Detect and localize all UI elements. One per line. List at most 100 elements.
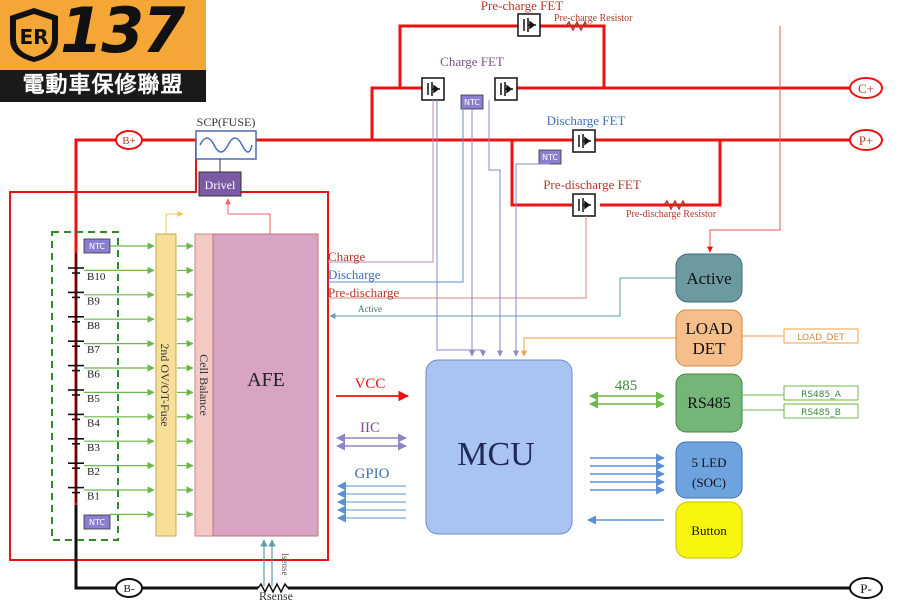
battery-cell-label: B10 — [87, 271, 106, 283]
bus485-label: 485 — [615, 378, 638, 394]
mcu-sense-lines — [436, 26, 781, 357]
predischarge-line-label: Pre-discharge — [328, 285, 399, 300]
led-arrows — [590, 453, 665, 495]
ntc-cell-bottom: NTC — [83, 514, 111, 530]
battery-cell-b2: B2 — [68, 462, 100, 478]
button-box — [675, 501, 743, 559]
battery-cell-b10: B10 — [68, 267, 106, 283]
afe-box — [212, 233, 319, 537]
logo: ER 137 電動車保修聯盟 — [0, 0, 206, 102]
pack-loop — [9, 140, 329, 561]
load-det-to-mcu — [521, 337, 676, 357]
predischarge-fet-icon — [572, 193, 596, 217]
active-line — [329, 277, 676, 319]
predischarge-fet-label: Pre-discharge FET — [543, 177, 641, 192]
terminal-p-plus-label: P+ — [859, 133, 874, 148]
predischarge-resistor-icon — [663, 199, 686, 211]
vcc-label: VCC — [355, 376, 386, 392]
ntc-cell-bottom-label: NTC — [89, 518, 105, 527]
mosfet-icons — [421, 13, 596, 217]
fuse-icon — [195, 130, 257, 160]
terminal-b-plus: B+ — [115, 130, 143, 150]
ntc-charge: NTC — [460, 94, 484, 110]
predischarge-resistor-label: Pre-discharge Resistor — [626, 209, 717, 220]
active-label: Active — [686, 269, 731, 288]
rsense-resistor-icon — [257, 582, 289, 594]
led-label-1: 5 LED — [691, 455, 726, 470]
ntc-cell-top: NTC — [83, 238, 111, 254]
precharge-resistor-icon — [565, 20, 588, 32]
scp-fuse-label: SCP(FUSE) — [197, 115, 256, 129]
terminal-b-plus-label: B+ — [122, 135, 136, 147]
active-line-label: Active — [358, 304, 382, 314]
predischarge-path-right — [600, 140, 722, 207]
charge-fet-label: Charge FET — [440, 54, 504, 69]
battery-cell-label: B8 — [87, 320, 100, 332]
battery-cell-label: B9 — [87, 295, 100, 307]
battery-cell-b5: B5 — [68, 389, 100, 405]
ntc-discharge: NTC — [538, 149, 562, 165]
battery-cell-b7: B7 — [68, 340, 100, 356]
battery-cell-label: B3 — [87, 442, 100, 454]
battery-cell-label: B2 — [87, 466, 100, 478]
battery-cell-b8: B8 — [68, 315, 100, 332]
fet-control-lines — [328, 100, 676, 319]
terminal-b-minus: B- — [115, 578, 143, 598]
precharge-resistor-label: Pre-charge Resistor — [554, 13, 633, 24]
isense-label: Isense — [280, 553, 290, 576]
c-plus-rail — [370, 86, 422, 140]
load-det-label-1: LOAD — [685, 319, 732, 338]
afe-label: AFE — [247, 369, 285, 391]
load-det-label-2: DET — [692, 339, 726, 358]
charge-fet-left-icon — [421, 77, 445, 101]
rs485-a-label: RS485_A — [801, 390, 842, 400]
battery-cell-label: B6 — [87, 369, 100, 381]
logo-subtitle: 電動車保修聯盟 — [0, 70, 206, 102]
charge-line-label: Charge — [328, 249, 366, 264]
rs485-a-box — [783, 385, 859, 401]
cell-balance-label: Cell Balance — [197, 354, 211, 416]
battery-cell-label: B7 — [87, 344, 100, 356]
discharge-fet-label: Discharge FET — [547, 113, 626, 128]
drivel-label: Drivel — [205, 178, 236, 192]
rs485-box — [675, 373, 743, 433]
terminal-c-plus: C+ — [849, 77, 883, 99]
predischarge-path — [510, 140, 572, 207]
load-det-ext-box — [783, 328, 859, 344]
mcu-label: MCU — [457, 436, 534, 473]
battery-cell-label: B5 — [87, 393, 100, 405]
mcu-box — [425, 359, 573, 535]
gpio-label: GPIO — [354, 466, 389, 482]
precharge-path — [398, 24, 518, 88]
button-label: Button — [691, 523, 727, 538]
logo-badge-text: ER — [19, 25, 48, 49]
terminal-p-minus: P- — [849, 577, 883, 599]
led-label-2: (SOC) — [692, 475, 726, 490]
terminal-p-plus: P+ — [849, 129, 883, 151]
discharge-line-label: Discharge — [328, 267, 381, 282]
load-det-box — [675, 309, 743, 367]
charge-control-line — [328, 100, 434, 263]
ntc-charge-label: NTC — [464, 98, 480, 107]
power-rails — [9, 24, 852, 561]
shield-badge-icon: ER — [10, 8, 58, 62]
precharge-fet-icon — [517, 13, 541, 37]
rs485-b-label: RS485_B — [801, 408, 841, 418]
precharge-fet-label: Pre-charge FET — [481, 0, 563, 13]
iic-label: IIC — [360, 420, 380, 436]
afe-drive-line — [228, 213, 271, 234]
terminal-p-minus-label: P- — [860, 581, 872, 596]
battery-cell-b9: B9 — [68, 291, 100, 307]
predischarge-control-line — [328, 216, 587, 299]
precharge-path-right — [540, 24, 606, 88]
ntc-discharge-label: NTC — [542, 153, 558, 162]
battery-cell-b3: B3 — [68, 437, 100, 454]
cell-stack-frame — [51, 231, 119, 541]
gpio-arrows — [337, 481, 406, 523]
drivel-box — [198, 171, 242, 197]
battery-cell-b1: B1 — [68, 486, 100, 503]
led-box — [675, 441, 743, 499]
discharge-fet-icon — [572, 129, 596, 153]
terminal-c-plus-label: C+ — [858, 81, 874, 96]
